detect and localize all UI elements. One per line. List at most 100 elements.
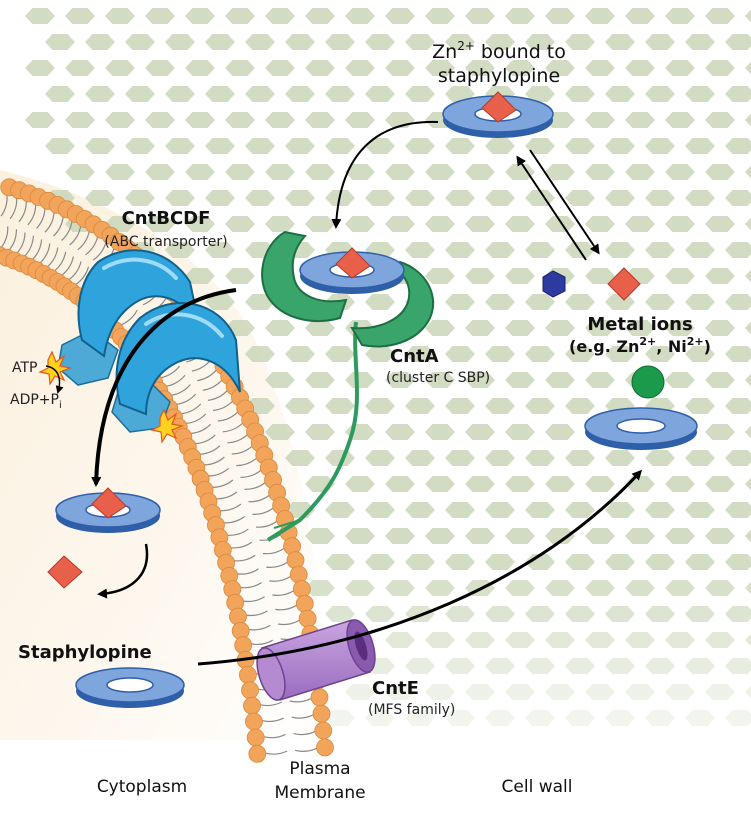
cell-wall-tile <box>605 450 635 466</box>
cell-wall-tile <box>585 372 615 388</box>
cell-wall-tile <box>265 8 295 24</box>
zn-staphylopine-cytoplasm <box>55 487 161 533</box>
zn-bound-label-line2: staphylopine <box>438 65 560 87</box>
cell-wall-tile <box>645 138 675 154</box>
cell-wall-tile <box>165 86 195 102</box>
cell-wall-tile <box>685 554 715 570</box>
lipid-head <box>292 580 311 598</box>
cntbcdf-highlight <box>102 257 178 280</box>
cell-wall-tile <box>685 294 715 310</box>
lipid-tail <box>54 251 67 272</box>
cell-wall-tile <box>705 528 735 544</box>
cell-wall-tile <box>365 606 395 622</box>
cell-wall-tile <box>385 372 415 388</box>
equilibrium-arrow-forward <box>529 149 600 255</box>
cell-wall-tile <box>365 554 395 570</box>
lipid-tail <box>39 243 51 264</box>
cell-wall-tile <box>725 658 751 674</box>
cell-wall-tile <box>665 580 695 596</box>
cell-wall-tile <box>485 190 515 206</box>
cell-wall-tile <box>465 60 495 76</box>
cell-wall-tile <box>645 34 675 50</box>
cell-wall-tile <box>345 216 375 232</box>
cell-wall-tile <box>645 658 675 674</box>
cell-wall-tile <box>405 86 435 102</box>
cell-wall-tile <box>665 8 695 24</box>
cell-wall-tile <box>745 425 751 439</box>
cell-wall-tile <box>545 8 575 24</box>
release-arrow <box>97 543 149 599</box>
cell-wall-tile <box>345 528 375 544</box>
cell-wall-tile <box>605 710 635 726</box>
cell-wall-tile <box>145 8 175 24</box>
cell-wall-tile <box>325 502 355 518</box>
lipid-tail <box>240 469 262 479</box>
cell-wall-tile <box>605 138 635 154</box>
lipid-tail <box>266 561 289 568</box>
cell-wall-tile <box>365 294 395 310</box>
free-staphylopine-left <box>75 667 185 708</box>
cell-wall-tile <box>625 320 655 336</box>
cell-wall-tile <box>185 60 215 76</box>
cell-wall-tile <box>585 632 615 648</box>
lipid-tail <box>212 400 234 412</box>
cell-wall-tile <box>685 606 715 622</box>
cell-wall-tile <box>645 190 675 206</box>
cell-wall-tile <box>505 476 535 492</box>
cell-wall-tile <box>385 528 415 544</box>
cell-wall-tile <box>725 190 751 206</box>
cell-wall-tile <box>205 294 235 310</box>
cell-wall-tile <box>725 450 751 466</box>
cell-wall-tile <box>565 294 595 310</box>
cell-wall-tile <box>485 606 515 622</box>
cell-wall-tile <box>265 372 295 388</box>
cell-wall-tile <box>525 658 555 674</box>
cell-wall-tile <box>645 294 675 310</box>
cell-wall-tile <box>745 269 751 283</box>
cell-wall-tile <box>485 658 515 674</box>
cell-wall-tile <box>705 112 735 128</box>
cell-wall-tile <box>425 268 455 284</box>
lipid-tail <box>245 610 268 617</box>
export-arrow <box>197 469 643 666</box>
cell-wall-tile <box>685 242 715 258</box>
cell-wall-tile <box>425 632 455 648</box>
cell-wall-tile <box>385 164 415 180</box>
cntbcdf-highlight <box>144 312 224 338</box>
cell-wall-tile <box>345 372 375 388</box>
lipid-tail <box>227 528 249 536</box>
cell-wall-tile <box>525 710 555 726</box>
cell-wall-tile <box>665 60 695 76</box>
zn-bound-label: Zn2+ bound to <box>432 39 566 63</box>
cell-wall-tile <box>505 424 535 440</box>
cell-wall-tile <box>405 450 435 466</box>
cell-wall-tile <box>725 242 751 258</box>
cnta-tether <box>266 321 359 542</box>
cell-wall-tile <box>105 164 135 180</box>
cell-wall-tile <box>485 502 515 518</box>
cell-wall-tile <box>585 684 615 700</box>
cnta-binding-protein <box>261 230 435 542</box>
cell-wall-tile <box>745 9 751 23</box>
cell-wall-tile <box>585 528 615 544</box>
lipid-tail <box>217 411 239 422</box>
cell-wall-tile <box>565 554 595 570</box>
cell-wall-tile <box>665 476 695 492</box>
cell-wall-tile <box>585 164 615 180</box>
cell-wall-tile <box>705 424 735 440</box>
cell-wall-tile <box>505 216 535 232</box>
metal-ion-icon <box>631 365 665 399</box>
cell-wall-tile <box>225 112 255 128</box>
lipid-tail <box>259 701 283 707</box>
lipid-tail <box>68 261 82 281</box>
cell-wall-tile <box>625 112 655 128</box>
cell-wall-tile <box>625 528 655 544</box>
lipid-tail <box>85 236 99 256</box>
cell-wall-tile <box>705 580 735 596</box>
cell-wall-tile <box>285 86 315 102</box>
cell-wall-tile <box>545 580 575 596</box>
lipid-tail <box>289 697 312 703</box>
cell-wall-tile <box>325 450 355 466</box>
cell-wall-tile <box>745 61 751 75</box>
lipid-tail <box>230 541 253 549</box>
